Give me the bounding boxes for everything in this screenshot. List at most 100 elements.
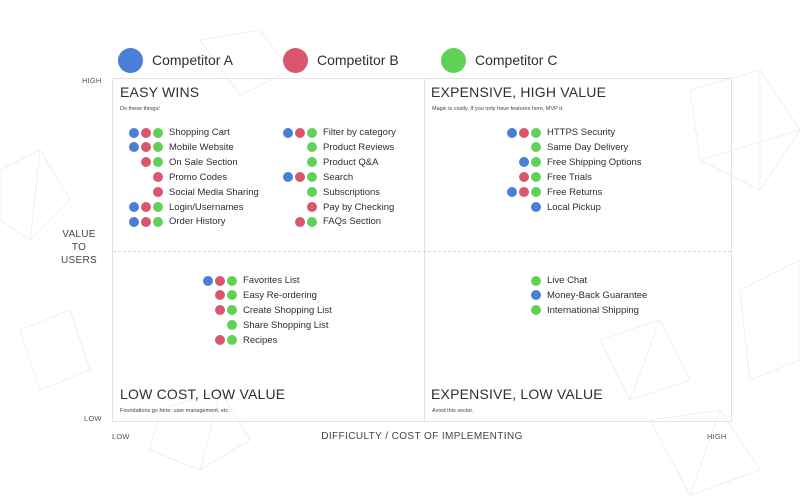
competitor-b-dot [519,172,529,183]
feature-label: Favorites List [243,275,300,286]
competitor-c-dot [307,216,317,227]
legend-label: Competitor B [317,52,399,68]
legend-item-competitor-a: Competitor A [118,47,233,73]
competitor-c-dot [531,275,541,286]
competitor-dots [281,157,317,168]
feature-label: Pay by Checking [323,201,395,213]
competitor-b-dot [215,335,225,346]
competitor-a-dot [129,127,139,138]
competitor-dots [127,157,163,168]
competitor-dots [505,187,541,198]
feature-item: On Sale Section [127,156,238,169]
legend-label: Competitor A [152,52,233,68]
y-axis-title-line: VALUE [62,229,96,240]
competitor-c-dot [227,305,237,316]
y-axis-title: VALUE TO USERS [52,228,106,267]
competitor-dots [127,142,163,153]
feature-label: Recipes [243,334,278,346]
vertical-divider [424,79,425,421]
competitor-dots [201,275,237,286]
competitor-c-dot [531,305,541,316]
feature-label: Free Shipping Options [547,156,642,168]
feature-item: Live Chat [505,274,587,287]
competitor-c-dot [531,157,541,168]
y-axis-title-line: TO [71,242,87,253]
competitor-b-dot [141,157,151,168]
quadrant-subtitle-easy-wins: Do these things! [120,106,160,112]
feature-item: Product Q&A [281,156,378,169]
competitor-c-dot [153,157,163,168]
competitor-b-dot [141,216,151,227]
competitor-b-dot [141,142,151,153]
feature-label: Subscriptions [323,186,381,198]
y-axis-high-label: HIGH [82,76,102,85]
competitor-a-dot [531,202,541,212]
competitor-b-dot [215,290,225,301]
feature-item: Filter by category [281,126,396,139]
feature-label: Money-Back Guarantee [547,289,648,301]
competitor-c-dot [531,172,541,183]
competitor-dots [505,202,541,212]
competitor-dots [127,187,163,198]
feature-item: International Shipping [505,304,639,317]
feature-label: International Shipping [547,304,639,316]
competitor-dots [505,290,541,301]
quadrant-title-expensive-low-value: EXPENSIVE, LOW VALUE [431,386,603,402]
competitor-c-dot [307,127,317,138]
y-axis-low-label: LOW [84,414,102,423]
feature-item: Free Trials [505,171,592,184]
feature-item: Easy Re-ordering [201,289,317,302]
feature-label: Mobile Website [169,141,234,153]
competitor-dots [281,142,317,153]
feature-item: Order History [127,215,225,228]
feature-label: Social Media Sharing [169,186,259,198]
competitor-a-dot [203,275,213,286]
feature-item: Money-Back Guarantee [505,289,647,302]
competitor-dots [505,172,541,183]
quadrant-subtitle-low-cost-low-value: Foundations go here: user management, et… [120,408,230,414]
feature-label: Shopping Cart [169,127,230,138]
competitor-c-dot [227,275,237,286]
competitor-dots [201,305,237,316]
competitor-dots [281,172,317,183]
feature-label: Login/Usernames [169,201,244,213]
competitor-dots [201,335,237,346]
competitor-dots [127,127,163,138]
feature-item: Favorites List [201,274,300,287]
competitor-b-dot [215,275,225,286]
competitor-a-dot [129,142,139,153]
quadrant-title-easy-wins: EASY WINS [120,84,200,100]
x-axis-low-label: LOW [112,432,130,441]
competitor-c-dot [153,127,163,138]
competitor-c-dot [153,216,163,227]
legend-item-competitor-c: Competitor C [441,47,557,73]
competitor-b-dot [153,172,163,183]
competitor-a-dot [283,127,293,138]
feature-label: Product Q&A [323,156,379,168]
feature-label: Promo Codes [169,171,228,183]
feature-label: On Sale Section [169,156,238,168]
quadrant-title-expensive-high-value: EXPENSIVE, HIGH VALUE [431,84,607,100]
x-axis-title: DIFFICULTY / COST OF IMPLEMENTING [321,431,523,442]
competitor-dots [281,216,317,227]
competitor-a-dot [283,172,293,183]
competitor-b-dot [215,305,225,316]
feature-item: Recipes [201,334,277,347]
feature-item: Subscriptions [281,186,380,199]
competitor-dots [201,290,237,301]
competitor-dots [281,202,317,212]
competitor-dots [127,202,163,212]
feature-label: Easy Re-ordering [243,289,317,301]
priority-matrix: EASY WINS Do these things! EXPENSIVE, HI… [112,78,732,422]
competitor-b-dot [307,202,317,212]
competitor-c-dot [307,157,317,168]
competitor-dots [505,305,541,316]
feature-item: Login/Usernames [127,201,243,214]
competitor-b-dot [141,202,151,212]
competitor-a-dot [129,202,139,212]
competitor-b-dot [295,172,305,183]
competitor-c-dot [307,142,317,153]
competitor-dots [505,157,541,168]
competitor-c-swatch [441,47,466,73]
